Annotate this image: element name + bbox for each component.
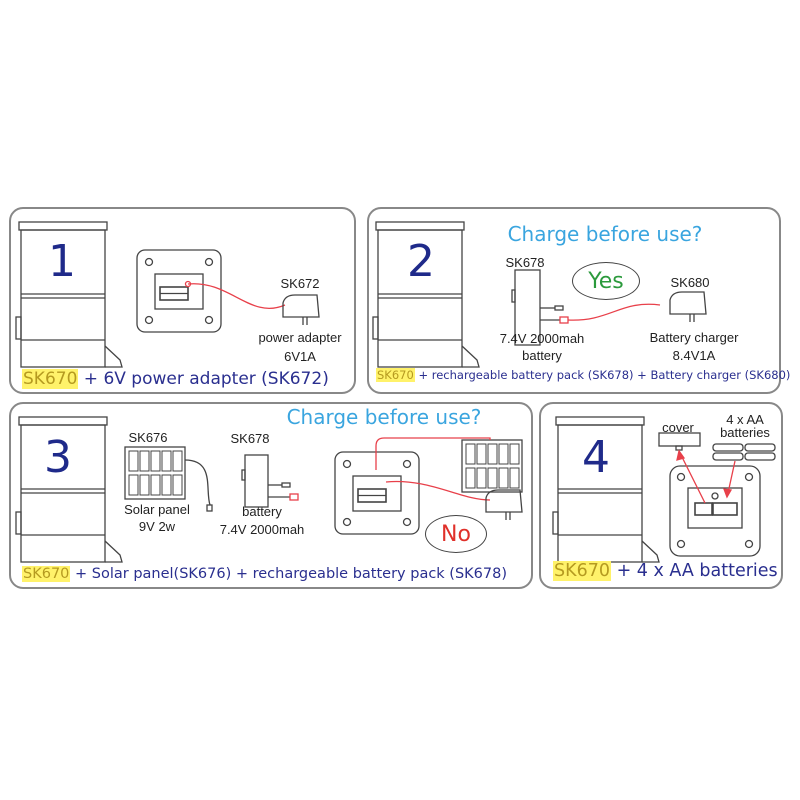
battery-spec: 7.4V 2000mah [499, 331, 585, 346]
battery-label: battery [242, 504, 282, 519]
adapter-model: SK672 [280, 276, 320, 291]
battery-label: battery [522, 348, 562, 363]
battery-model: SK678 [230, 431, 270, 446]
option-number: 2 [407, 236, 435, 287]
solar-rating: 9V 2w [138, 519, 176, 534]
batteries-label-line1: 4 x AA [726, 412, 764, 427]
charge-question: Charge before use? [286, 405, 482, 429]
charger-rating: 8.4V1A [672, 348, 716, 363]
charge-question: Charge before use? [507, 222, 703, 246]
adapter-rating: 6V1A [284, 349, 316, 364]
caption-text: + Solar panel(SK676) + rechargeable batt… [70, 566, 508, 582]
option-number: 4 [582, 432, 610, 483]
solar-model: SK676 [128, 430, 168, 445]
option-number: 1 [48, 236, 76, 287]
batteries-label-line2: batteries [720, 425, 770, 440]
battery-model: SK678 [505, 255, 545, 270]
option-3-panel [9, 402, 533, 589]
option-caption: SK670 + 4 x AA batteries [553, 561, 778, 581]
option-caption: SK670 + 6V power adapter (SK672) [22, 369, 329, 389]
caption-text: + rechargeable battery pack (SK678) + Ba… [414, 368, 791, 382]
feeder-model: SK670 [22, 369, 79, 389]
feeder-model: SK670 [376, 368, 415, 382]
answer-no: No [425, 515, 487, 553]
caption-text: + 6V power adapter (SK672) [78, 369, 329, 389]
solar-label: Solar panel [124, 502, 190, 517]
caption-text: + 4 x AA batteries [611, 561, 778, 581]
adapter-label: power adapter [258, 330, 342, 345]
feeder-model: SK670 [22, 566, 71, 582]
battery-spec: 7.4V 2000mah [219, 522, 305, 537]
option-caption: SK670 + Solar panel(SK676) + rechargeabl… [22, 566, 508, 582]
charger-model: SK680 [670, 275, 710, 290]
option-caption: SK670 + rechargeable battery pack (SK678… [376, 368, 791, 382]
charger-label: Battery charger [649, 330, 739, 345]
cover-label: cover [662, 420, 694, 435]
option-number: 3 [44, 432, 72, 483]
answer-yes: Yes [572, 262, 640, 300]
feeder-model: SK670 [553, 561, 611, 581]
